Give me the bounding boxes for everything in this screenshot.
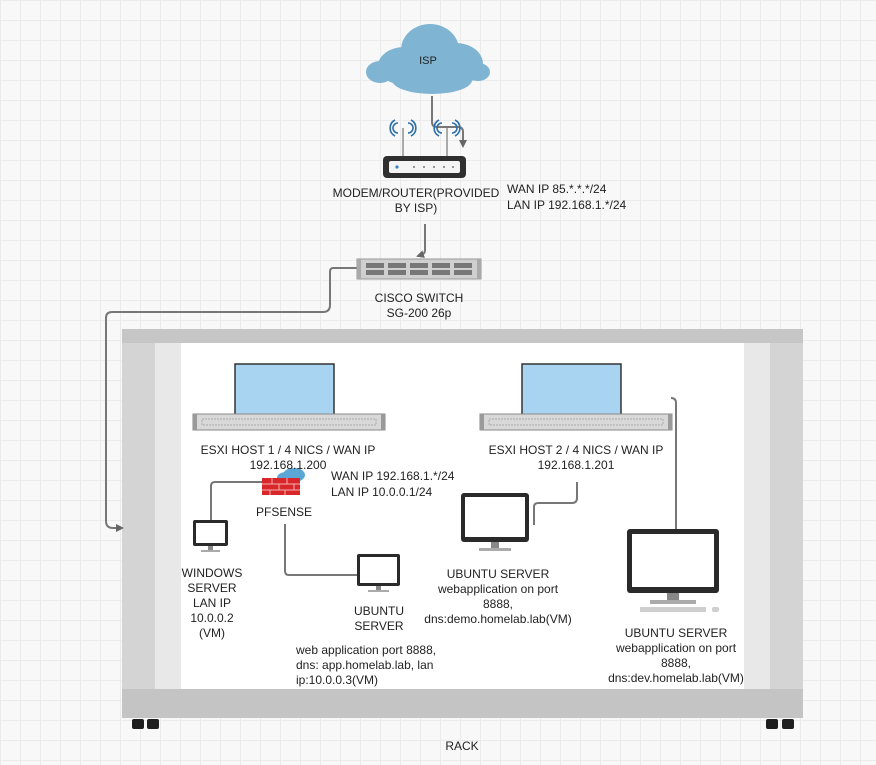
windows-label-line1: WINDOWS [181,566,243,580]
ubuntu-dev-label-line2: webapplication on port [615,641,737,655]
router-name-line1: MODEM/ROUTER(PROVIDED [332,186,500,200]
isp-label: ISP [419,55,437,67]
windows-server-monitor-icon [193,520,228,552]
pfsense-to-windows-line [210,481,262,520]
router-name-line2: BY ISP) [394,201,438,215]
isp-cloud-icon [366,24,490,94]
ubuntu-demo-label-line3: 8888, [482,597,514,611]
switch-name-line2: SG-200 26p [386,306,452,320]
connections [105,96,677,576]
pfsense-wan-ip: WAN IP 192.168.1.*/24 [331,469,455,483]
ubuntu-app-name-line2: SERVER [354,619,404,633]
ubuntu-app-desc-line3: ip:10.0.0.3(VM) [296,673,379,687]
windows-label-line5: (VM) [199,626,225,640]
rack [122,329,803,729]
ubuntu-app-monitor-icon [357,554,400,592]
ubuntu-dev-label-line3: 8888, [660,656,692,670]
host2-to-ubuntu-demo-line [533,482,578,525]
router-icon [383,119,466,178]
pfsense-firewall-icon [262,468,305,495]
isp-to-router-line [431,96,467,148]
ubuntu-dev-label-line4: dns:dev.homelab.lab(VM) [608,671,744,685]
windows-label-line4: 10.0.0.2 [190,611,234,625]
host2-label-line2: 192.168.1.201 [537,458,615,472]
switch-icon [356,258,482,280]
router-lan-ip: LAN IP 192.168.1.*/24 [507,198,627,212]
esxi-host-2-icon [479,363,673,431]
ubuntu-dev-label-line1: UBUNTU SERVER [624,626,728,640]
rack-foot-left [132,719,159,729]
windows-label-line2: SERVER [187,581,237,595]
ubuntu-app-name-line1: UBUNTU [354,604,404,618]
pfsense-lan-ip: LAN IP 10.0.0.1/24 [331,485,433,499]
host1-label-line2: 192.168.1.200 [249,458,327,472]
ubuntu-dev-monitor-icon [627,529,719,612]
ubuntu-demo-label-line1: UBUNTU SERVER [446,567,550,581]
windows-label-line3: LAN IP [192,596,231,610]
ubuntu-app-desc-line1: web application port 8888, [296,643,437,657]
keyboard-icon [640,607,719,612]
ubuntu-demo-label-line4: dns:demo.homelab.lab(VM) [424,612,572,626]
host2-to-ubuntu-dev-line [670,397,677,532]
esxi-host-1-icon [192,363,386,431]
ubuntu-demo-monitor-icon [461,493,529,551]
ubuntu-app-desc-line2: dns: app.homelab.lab, lan [296,658,434,672]
rack-foot-right [766,719,794,729]
host1-label-line1: ESXI HOST 1 / 4 NICS / WAN IP [200,443,376,457]
ubuntu-demo-label-line2: webapplication on port [437,582,559,596]
wifi-signal-icon [389,119,461,137]
router-wan-ip: WAN IP 85.*.*.*/24 [507,182,607,196]
switch-to-rack-line [105,267,357,532]
router-to-switch-line [416,224,426,258]
host2-label-line1: ESXI HOST 2 / 4 NICS / WAN IP [488,443,664,457]
pfsense-to-ubuntu-app-line [284,524,357,576]
switch-name-line1: CISCO SWITCH [374,291,464,305]
rack-label: RACK [445,739,479,753]
pfsense-label: PFSENSE [255,505,312,519]
